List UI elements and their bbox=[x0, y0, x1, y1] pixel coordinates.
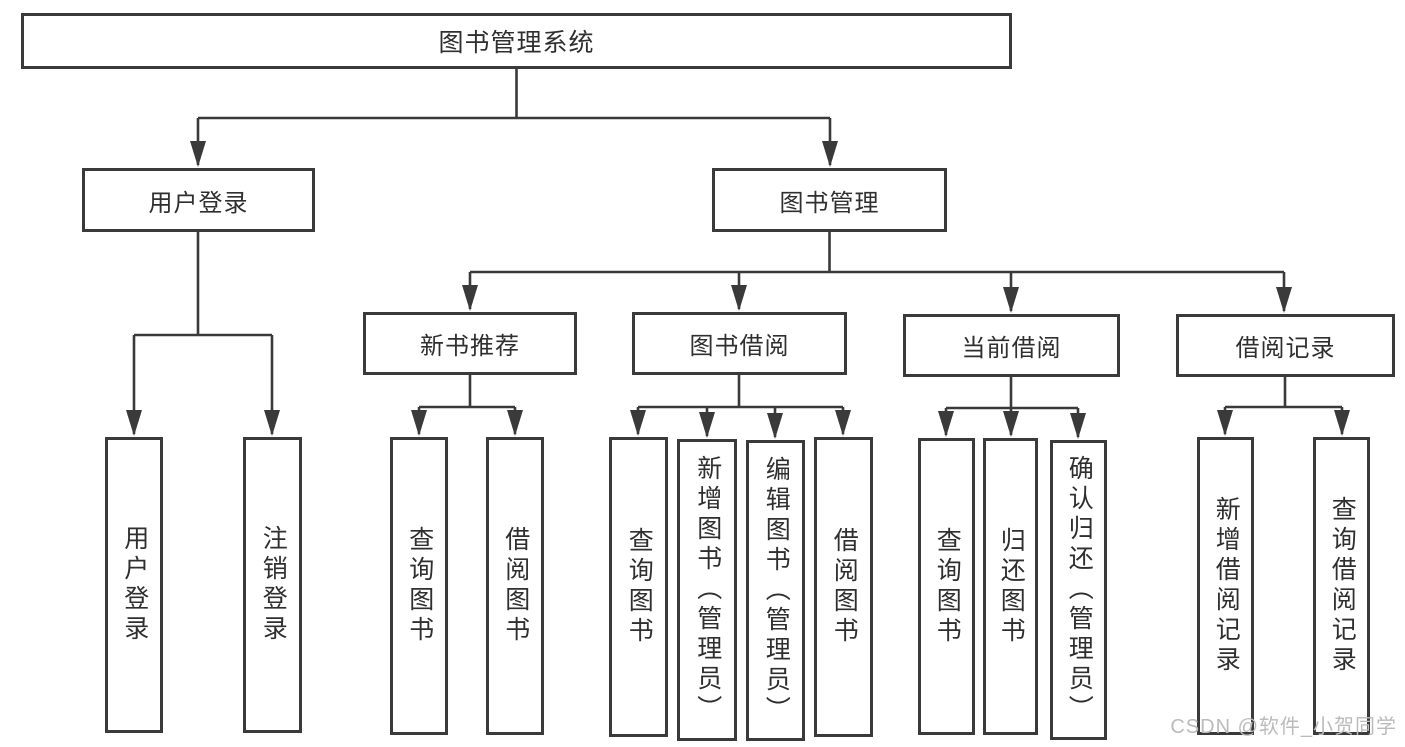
arrowhead-icon bbox=[1217, 410, 1233, 436]
node-new-book-recommend-label: 新书推荐 bbox=[420, 333, 520, 360]
leaf-cb-return-book: 归还图书 bbox=[983, 438, 1038, 735]
arrowhead-icon bbox=[938, 411, 954, 437]
node-book-management-label: 图书管理 bbox=[779, 189, 880, 217]
arrowhead-icon bbox=[264, 410, 280, 436]
arrowhead-icon bbox=[1334, 410, 1350, 436]
leaf-bb-add-book-admin: 新增图书（管理员） bbox=[677, 439, 737, 741]
leaf-cb-query-book: 查询图书 bbox=[918, 438, 975, 735]
node-root-label: 图书管理系统 bbox=[438, 29, 595, 57]
node-user-login-label: 用户登录 bbox=[148, 189, 249, 217]
arrowhead-icons bbox=[126, 141, 1350, 439]
leaf-bb-borrow-book: 借阅图书 bbox=[814, 437, 873, 737]
node-current-borrow-label: 当前借阅 bbox=[961, 335, 1062, 362]
arrowhead-icon bbox=[1003, 411, 1019, 437]
arrowhead-icon bbox=[835, 410, 851, 436]
arrowhead-icon bbox=[767, 413, 783, 439]
arrowhead-icon bbox=[1276, 287, 1292, 313]
arrowhead-icon bbox=[1003, 287, 1019, 313]
leaf-bb-query-book: 查询图书 bbox=[609, 437, 668, 737]
connector-paths bbox=[132, 69, 1344, 437]
leaf-bb-add-book-admin-label: 新增图书（管理员） bbox=[693, 455, 722, 725]
arrowhead-icon bbox=[126, 410, 142, 436]
leaf-user-login-label: 用户登录 bbox=[120, 525, 149, 645]
node-user-login: 用户登录 bbox=[82, 168, 315, 232]
node-book-management: 图书管理 bbox=[712, 168, 947, 232]
leaf-br-add-record: 新增借阅记录 bbox=[1197, 437, 1254, 735]
node-root: 图书管理系统 bbox=[21, 13, 1012, 69]
leaf-br-query-record-label: 查询借阅记录 bbox=[1328, 496, 1357, 676]
node-new-book-recommend: 新书推荐 bbox=[363, 312, 577, 375]
leaf-nb-query-book-label: 查询图书 bbox=[405, 526, 434, 646]
node-book-borrow-label: 图书借阅 bbox=[689, 333, 790, 360]
watermark: CSDN @软件_小贺同学 bbox=[1170, 716, 1397, 738]
arrowhead-icon bbox=[507, 410, 523, 436]
leaf-cb-confirm-return-admin: 确认归还（管理员） bbox=[1050, 440, 1107, 740]
leaf-bb-query-book-label: 查询图书 bbox=[625, 527, 654, 647]
leaf-bb-edit-book-admin: 编辑图书（管理员） bbox=[746, 440, 805, 741]
arrowhead-icon bbox=[462, 285, 478, 311]
arrowhead-icon bbox=[822, 141, 838, 167]
arrowhead-icon bbox=[731, 285, 747, 311]
leaf-bb-borrow-book-label: 借阅图书 bbox=[830, 527, 859, 647]
leaf-nb-borrow-book: 借阅图书 bbox=[486, 437, 544, 735]
arrowhead-icon bbox=[411, 410, 427, 436]
leaf-cb-confirm-return-admin-label: 确认归还（管理员） bbox=[1065, 455, 1094, 725]
node-borrow-record-label: 借阅记录 bbox=[1235, 335, 1336, 362]
node-book-borrow: 图书借阅 bbox=[632, 312, 847, 375]
leaf-br-add-record-label: 新增借阅记录 bbox=[1212, 496, 1241, 676]
leaf-user-login: 用户登录 bbox=[105, 437, 163, 733]
arrowhead-icon bbox=[190, 141, 206, 167]
arrowhead-icon bbox=[630, 410, 646, 436]
leaf-bb-edit-book-admin-label: 编辑图书（管理员） bbox=[762, 455, 791, 726]
leaf-br-query-record: 查询借阅记录 bbox=[1313, 437, 1370, 735]
leaf-logout: 注销登录 bbox=[243, 437, 302, 733]
leaf-logout-label: 注销登录 bbox=[259, 525, 288, 645]
node-borrow-record: 借阅记录 bbox=[1176, 314, 1395, 377]
node-current-borrow: 当前借阅 bbox=[903, 314, 1120, 377]
arrowhead-icon bbox=[1070, 413, 1086, 439]
leaf-nb-query-book: 查询图书 bbox=[390, 437, 448, 735]
leaf-cb-return-book-label: 归还图书 bbox=[997, 526, 1026, 647]
leaf-cb-query-book-label: 查询图书 bbox=[933, 526, 962, 647]
arrowhead-icon bbox=[699, 412, 715, 438]
leaf-nb-borrow-book-label: 借阅图书 bbox=[501, 526, 530, 646]
